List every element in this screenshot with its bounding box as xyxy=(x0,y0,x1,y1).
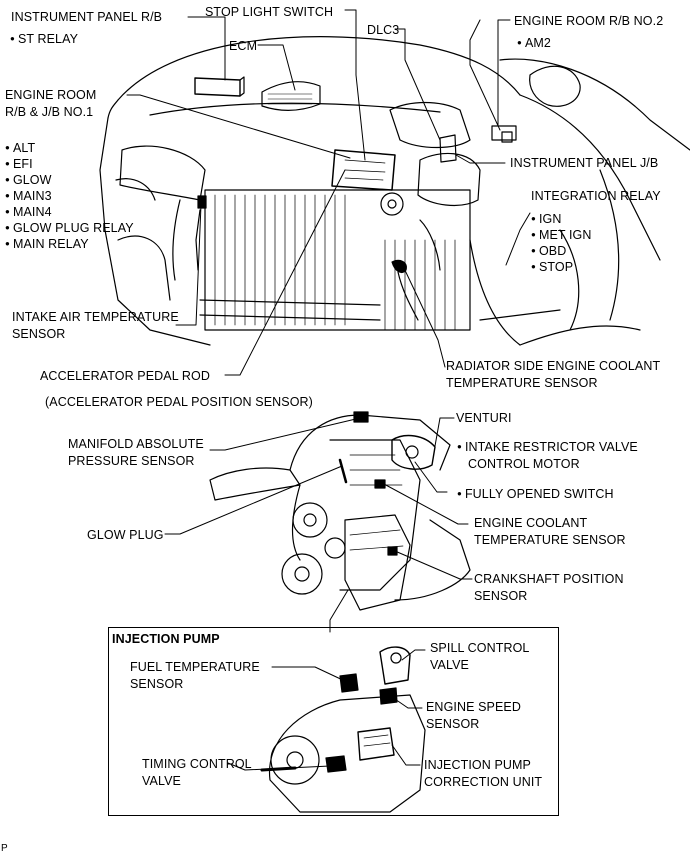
label-integration-relay: INTEGRATION RELAY xyxy=(531,189,661,203)
label-stop-light-switch: STOP LIGHT SWITCH xyxy=(205,5,334,19)
relay-item: GLOW xyxy=(5,172,134,188)
leader-lines xyxy=(126,9,531,771)
label-map-line1: MANIFOLD ABSOLUTE xyxy=(68,437,204,451)
footer-code: P xyxy=(1,843,8,854)
label-timing-control-line2: VALVE xyxy=(142,774,181,788)
relay-item: ALT xyxy=(5,140,134,156)
label-injection-pump-title: INJECTION PUMP xyxy=(112,632,220,646)
label-accelerator-pedal-rod: ACCELERATOR PEDAL ROD xyxy=(40,369,210,383)
label-spill-control-line2: VALVE xyxy=(430,658,469,672)
injection-pump-frame xyxy=(108,627,559,816)
label-st-relay: ST RELAY xyxy=(10,31,78,47)
label-accel-pedal-position-sensor: (ACCELERATOR PEDAL POSITION SENSOR) xyxy=(45,395,313,409)
label-correction-unit-line2: CORRECTION UNIT xyxy=(424,775,543,789)
label-ecm: ECM xyxy=(229,39,258,53)
label-venturi: VENTURI xyxy=(456,411,512,425)
integration-item: IGN xyxy=(531,211,592,227)
integration-relay-list: IGN MET IGN OBD STOP xyxy=(531,211,592,275)
label-ckp-line1: CRANKSHAFT POSITION xyxy=(474,572,624,586)
label-am2: AM2 xyxy=(517,35,551,51)
integration-item: STOP xyxy=(531,259,592,275)
relay-item: GLOW PLUG RELAY xyxy=(5,220,134,236)
integration-item: OBD xyxy=(531,243,592,259)
label-fully-opened-switch: FULLY OPENED SWITCH xyxy=(457,486,614,502)
label-ckp-line2: SENSOR xyxy=(474,589,528,603)
label-engine-room-rb-jb-line2: R/B & J/B NO.1 xyxy=(5,105,94,119)
label-timing-control-line1: TIMING CONTROL xyxy=(142,757,252,771)
label-fuel-temp-line1: FUEL TEMPERATURE xyxy=(130,660,260,674)
label-intake-air-temp-line1: INTAKE AIR TEMPERATURE xyxy=(12,310,179,324)
injection-pump-drawing xyxy=(260,646,426,813)
label-intake-restrictor-line2: CONTROL MOTOR xyxy=(468,457,580,471)
label-ect-line2: TEMPERATURE SENSOR xyxy=(474,533,626,547)
label-radiator-side-line1: RADIATOR SIDE ENGINE COOLANT xyxy=(446,359,661,373)
label-instrument-panel-rb: INSTRUMENT PANEL R/B xyxy=(11,10,163,24)
relay-item: EFI xyxy=(5,156,134,172)
label-map-line2: PRESSURE SENSOR xyxy=(68,454,195,468)
label-engine-room-rb-jb-line1: ENGINE ROOM xyxy=(5,88,97,102)
integration-item: MET IGN xyxy=(531,227,592,243)
engine-drawing xyxy=(209,411,471,611)
label-instrument-panel-jb: INSTRUMENT PANEL J/B xyxy=(510,156,659,170)
relay-item: MAIN RELAY xyxy=(5,236,134,252)
label-dlc3: DLC3 xyxy=(367,23,400,37)
label-fuel-temp-line2: SENSOR xyxy=(130,677,184,691)
relay-list: ALT EFI GLOW MAIN3 MAIN4 GLOW PLUG RELAY… xyxy=(5,140,134,252)
label-spill-control-line1: SPILL CONTROL xyxy=(430,641,530,655)
relay-item: MAIN4 xyxy=(5,204,134,220)
label-radiator-side-line2: TEMPERATURE SENSOR xyxy=(446,376,598,390)
label-engine-speed-line2: SENSOR xyxy=(426,717,480,731)
relay-item: MAIN3 xyxy=(5,188,134,204)
label-correction-unit-line1: INJECTION PUMP xyxy=(424,758,531,772)
label-ect-line1: ENGINE COOLANT xyxy=(474,516,588,530)
label-glow-plug: GLOW PLUG xyxy=(87,528,164,542)
label-engine-room-rb-no2: ENGINE ROOM R/B NO.2 xyxy=(514,14,664,28)
label-intake-air-temp-line2: SENSOR xyxy=(12,327,66,341)
label-intake-restrictor-line1: INTAKE RESTRICTOR VALVE xyxy=(457,439,638,455)
label-engine-speed-line1: ENGINE SPEED xyxy=(426,700,521,714)
